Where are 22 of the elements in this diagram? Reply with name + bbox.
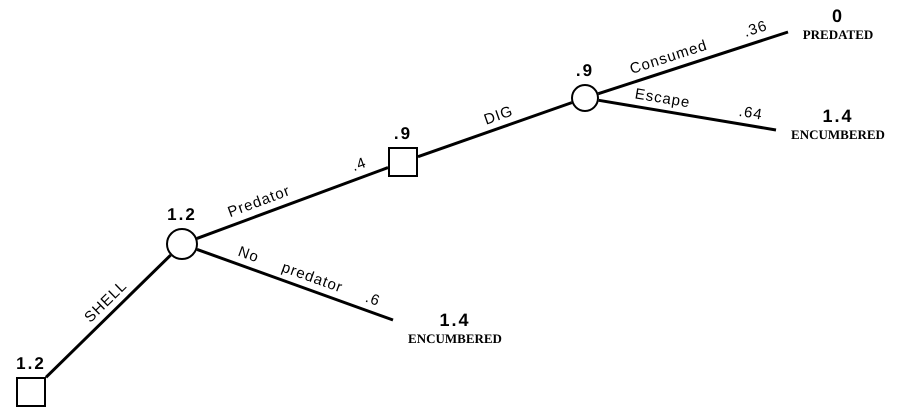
payoff-value: 1.4 xyxy=(439,310,471,331)
outcome-name: ENCUMBERED xyxy=(408,331,502,347)
branch-line xyxy=(598,98,776,132)
edge-label: DIG xyxy=(481,102,516,130)
expected-value: .9 xyxy=(576,61,594,81)
branch-line xyxy=(44,254,172,378)
branch-line xyxy=(196,166,389,240)
decision-square xyxy=(16,377,46,407)
outcome-name: ENCUMBERED xyxy=(791,127,885,143)
branch-line xyxy=(418,101,572,158)
chance-node-circle xyxy=(571,84,599,112)
chance-node-circle xyxy=(166,228,198,260)
outcome-name: PREDATED xyxy=(802,27,874,43)
expected-value: 1.2 xyxy=(16,354,46,374)
branch-line xyxy=(196,248,394,322)
expected-value: .9 xyxy=(394,124,412,144)
edge-label: Escape .64 xyxy=(633,85,764,124)
branch-line xyxy=(598,30,788,96)
payoff-value: 1.4 xyxy=(822,106,854,127)
decision-square xyxy=(388,147,418,177)
payoff-value: 0 xyxy=(832,6,844,27)
expected-value: 1.2 xyxy=(167,205,197,225)
